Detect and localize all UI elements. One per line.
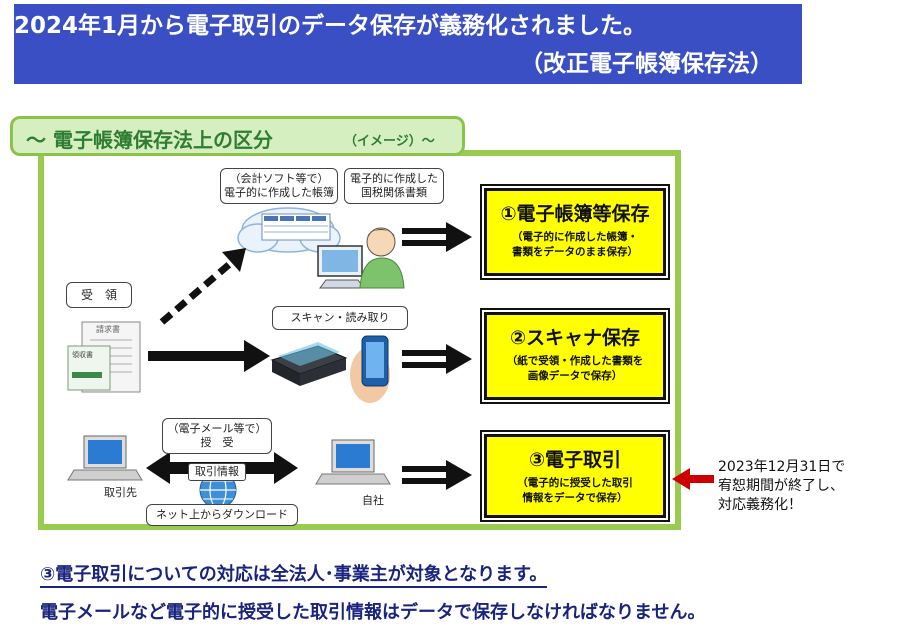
own-company-laptop-icon — [315, 439, 391, 485]
category-title: ①電子帳簿等保存 — [500, 203, 650, 225]
category-desc-line1: （紙で受領・作成した書類を — [506, 355, 644, 367]
arrowhead-icon — [222, 248, 246, 272]
cloud-ledger-icon — [237, 207, 341, 253]
section-title: ～ 電子帳簿保存法上の区分 — [26, 128, 273, 152]
page-subtitle: （改正電子帳簿保存法） — [520, 51, 773, 77]
category-title: ②スキャナ保存 — [509, 327, 641, 349]
category-box-2: ②スキャナ保存 （紙で受領・作成した書類を 画像データで保存） — [480, 308, 670, 404]
software-ledger-label-line1: （会計ソフト等で） — [229, 172, 329, 185]
own-company-label: 自社 — [362, 494, 384, 507]
category-title: ③電子取引 — [528, 449, 622, 471]
email-exchange-label-line2: 授 受 — [200, 436, 234, 449]
section-subtitle: （イメージ）～ — [344, 134, 435, 149]
page-title: 2024年1月から電子取引のデータ保存が義務化されました。 — [14, 13, 647, 39]
scan-label: スキャン・読み取り — [272, 306, 408, 330]
tax-documents-label-line1: 電子的に作成した — [350, 172, 438, 185]
footer-line2: 電子メールなど電子的に授受した取引情報はデータで保存しなければなりません。 — [40, 602, 706, 623]
download-label: ネット上からダウンロード — [146, 504, 298, 526]
invoice-title: 請求書 — [96, 325, 120, 334]
alert-arrow-icon — [672, 468, 714, 490]
email-exchange-label: （電子メール等で） 授 受 — [162, 418, 272, 454]
side-note-line3: 対応義務化！ — [718, 497, 802, 513]
side-note-line2: 宥恕期間が終了し、 — [718, 478, 844, 494]
category-desc-line2: 画像データで保存） — [527, 370, 623, 382]
category-desc-line1: （電子的に授受した取引 — [517, 477, 633, 489]
trade-info-label: 取引情報 — [188, 463, 246, 481]
side-note-line1: 2023年12月31日で — [718, 459, 846, 475]
category-arrow-1-icon — [402, 222, 472, 252]
partner-laptop-icon — [67, 435, 143, 481]
software-ledger-label-line2: 電子的に作成した帳簿 — [224, 186, 334, 199]
receipt-title: 領収書 — [72, 350, 93, 360]
category-desc-line2: 情報をデータで保存） — [522, 492, 628, 504]
tax-documents-label: 電子的に作成した 国税関係書類 — [344, 168, 444, 204]
tax-documents-label-line2: 国税関係書類 — [361, 186, 427, 199]
person-at-pc-icon — [317, 227, 405, 289]
category-arrow-3-icon — [402, 460, 472, 490]
dashed-arrow-icon — [159, 259, 235, 325]
arrowhead-icon — [244, 340, 270, 372]
email-exchange-label-line1: （電子メール等で） — [167, 422, 267, 435]
receive-label: 受 領 — [66, 282, 132, 308]
category-box-1: ①電子帳簿等保存 （電子的に作成した帳簿・ 書類をデータのまま保存） — [480, 184, 670, 280]
section-tab — [10, 116, 465, 156]
scanner-icon — [270, 342, 348, 386]
category-box-3: ③電子取引 （電子的に授受した取引 情報をデータで保存） — [480, 430, 670, 522]
category-arrow-2-icon — [402, 344, 472, 374]
category-desc-line2: 書類をデータのまま保存） — [512, 246, 638, 258]
solid-arrow-icon — [148, 351, 250, 361]
partner-label: 取引先 — [104, 486, 137, 499]
software-ledger-label: （会計ソフト等で） 電子的に作成した帳簿 — [220, 168, 338, 204]
side-note: 2023年12月31日で 宥恕期間が終了し、 対応義務化！ — [718, 458, 845, 515]
footer-line1: ③電子取引についての対応は全法人･事業主が対象となります。 — [40, 560, 548, 588]
category-desc-line1: （電子的に作成した帳簿・ — [512, 231, 638, 243]
title-banner — [14, 4, 802, 84]
smartphone-icon — [350, 335, 390, 403]
